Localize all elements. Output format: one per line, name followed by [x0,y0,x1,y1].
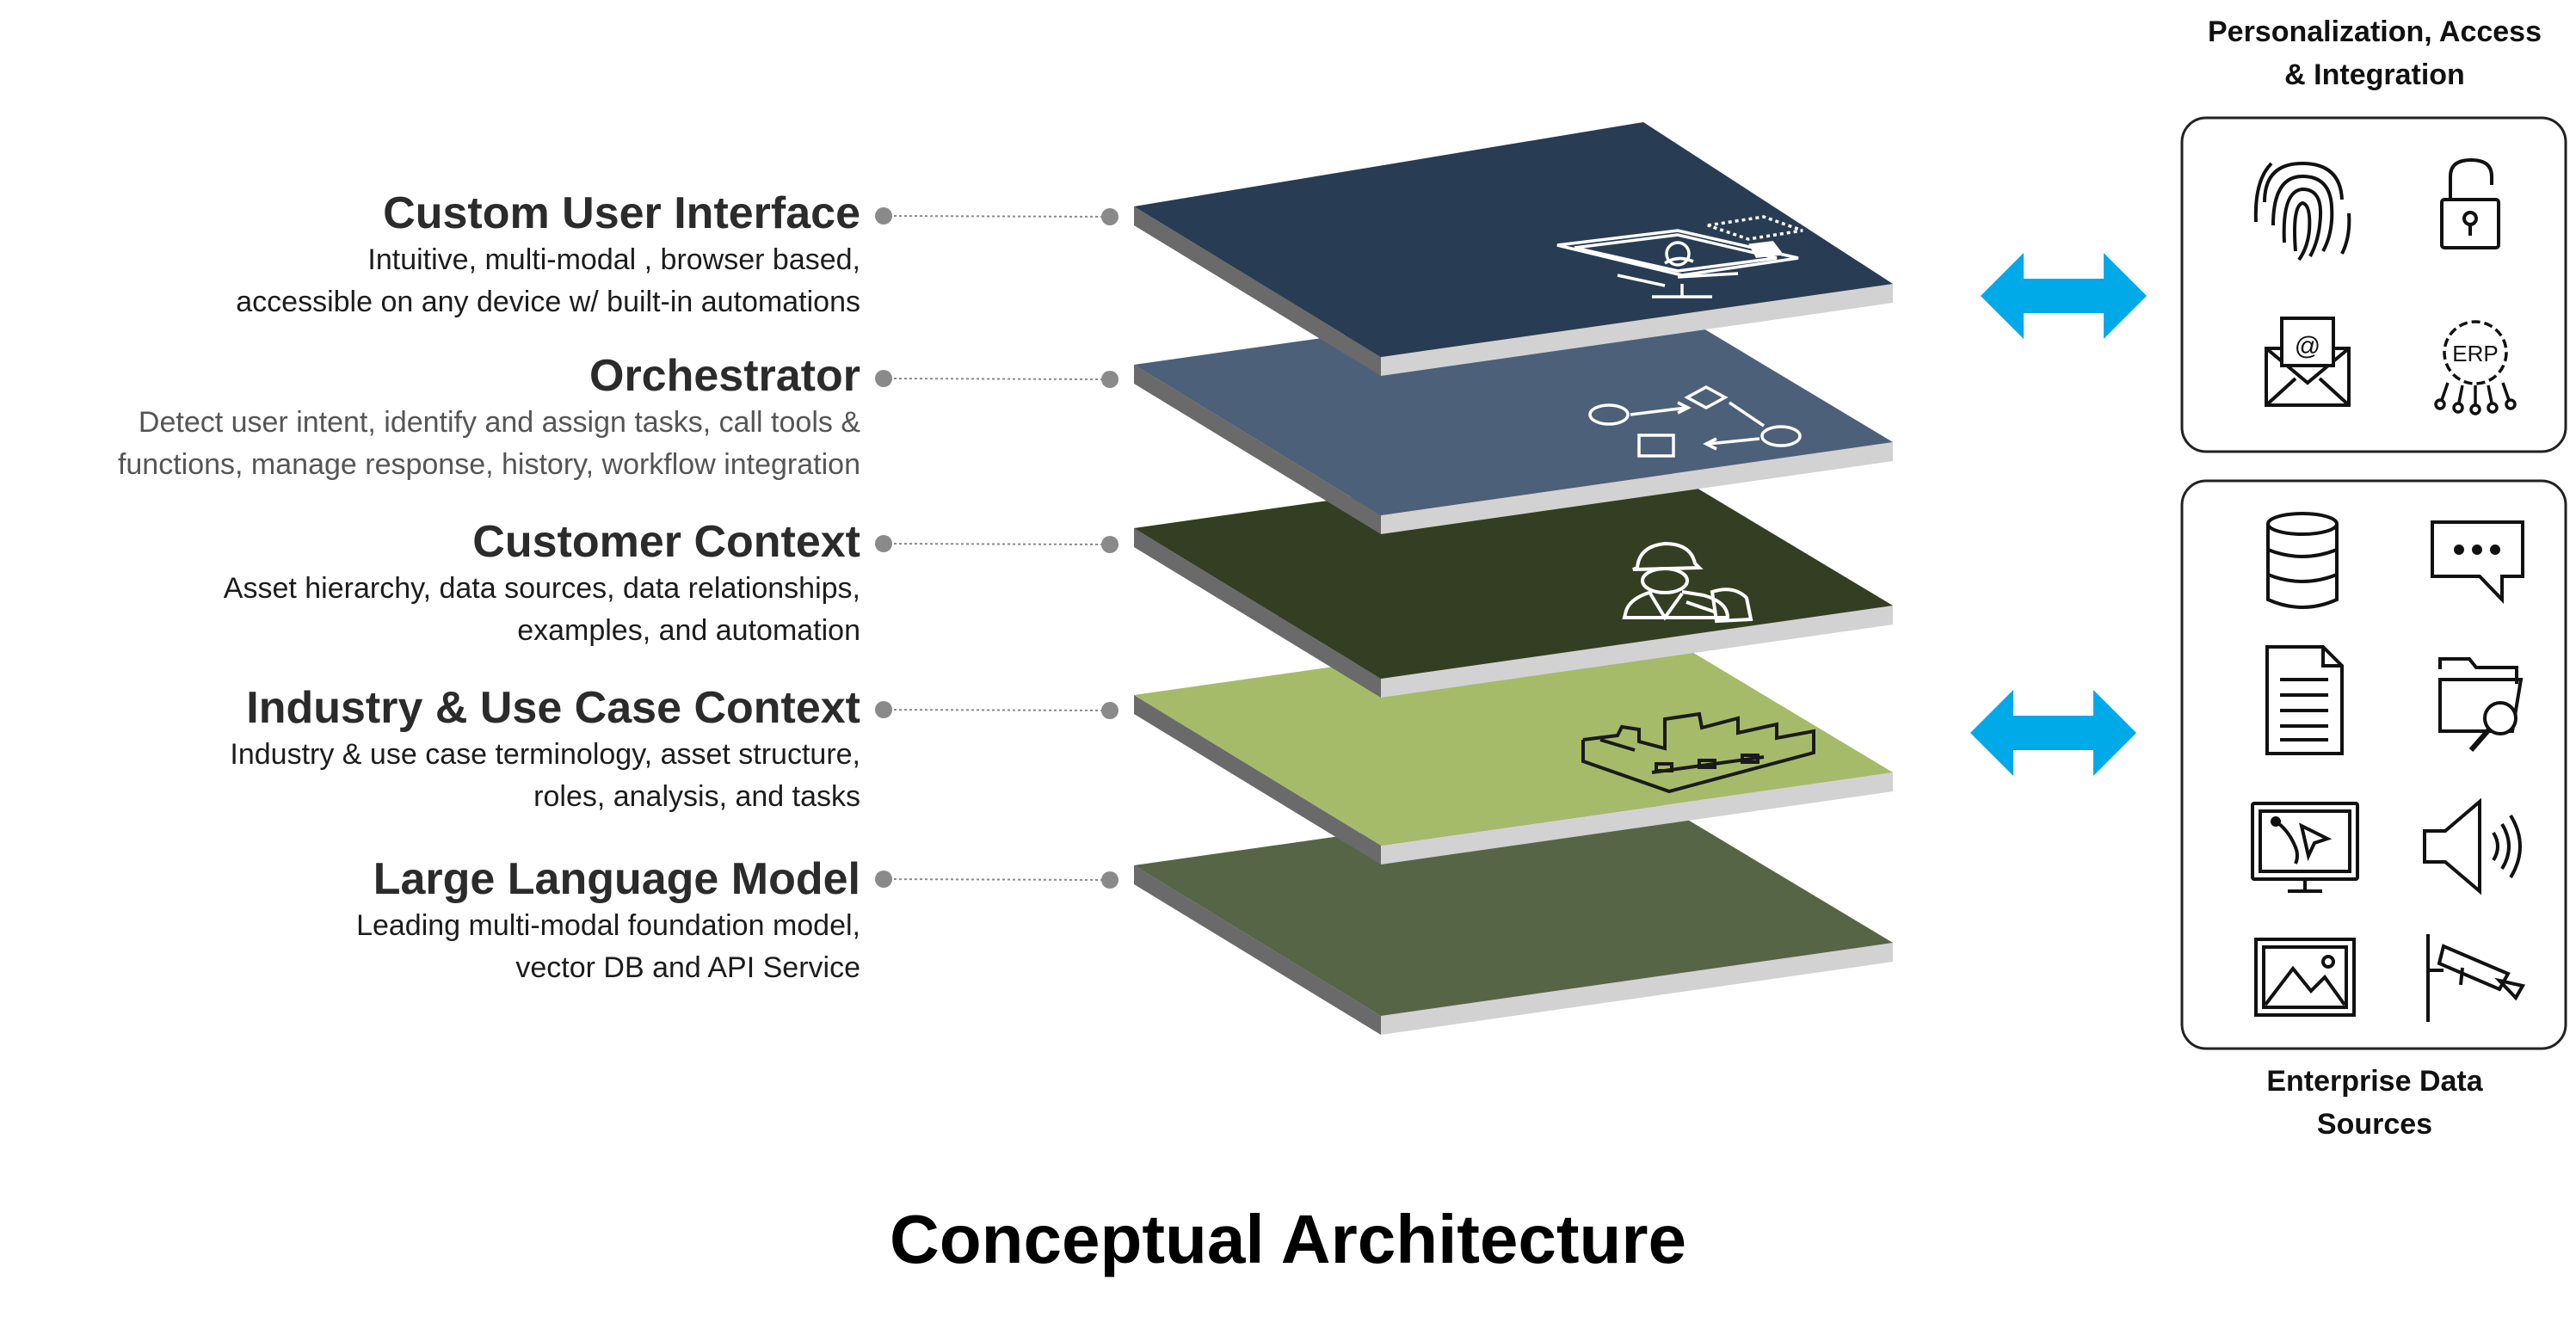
enterprise-title: Enterprise Data Sources [2160,1060,2576,1146]
layer-label-orchestrator: Orchestrator Detect user intent, identif… [118,350,860,486]
chat-bubble-icon [2431,520,2524,604]
worker-icon [1622,541,1753,624]
layer-surface [1134,456,1893,679]
layer-description: Leading multi-modal foundation model, [356,909,860,942]
personalization-panel: @ ERP [2180,116,2567,453]
svg-text:@: @ [2295,332,2320,360]
layer-surface [1134,623,1893,846]
workflow-icon [1588,385,1802,458]
layer-label-ui: Custom User Interface Intuitive, multi-m… [236,188,860,323]
layer-description: functions, manage response, history, wor… [117,448,860,481]
connector-lines [875,207,1119,889]
unlock-icon [2440,157,2500,249]
image-icon [2254,938,2356,1017]
document-icon [2265,645,2344,755]
factory-icon [1581,711,1815,794]
layer-description: examples, and automation [517,614,860,647]
layer-custom-ui [1134,122,1893,376]
double-arrow-shape [1970,690,2136,776]
layer-title: Industry & Use Case Context [246,683,860,733]
email-icon: @ [2265,317,2351,407]
layer-llm [1134,793,1893,1183]
layer-customer-context [1134,456,1893,698]
double-arrow-shape [1981,253,2147,339]
layer-description: accessible on any device w/ built-in aut… [236,286,860,318]
openai-knot-icon [1686,1141,1800,1183]
layer-description: Detect user intent, identify and assign … [138,406,860,439]
erp-icon: ERP [2434,320,2517,415]
ui-screen-icon [1556,215,1803,298]
double-arrow-top [1981,253,2147,339]
layer-surface [1134,793,1893,1016]
erp-label: ERP [2452,341,2498,366]
connector-orchestrator [875,370,1119,388]
layer-label-llm: Large Language Model Leading multi-modal… [356,853,860,989]
layer-description: Industry & use case terminology, asset s… [230,738,860,771]
layer-surface [1134,122,1893,357]
monitor-icon [2251,802,2359,893]
connector-industry-context [875,701,1119,719]
layer-industry-context [1134,623,1893,864]
layer-description: roles, analysis, and tasks [533,780,860,813]
layer-description: vector DB and API Service [515,951,860,984]
layer-title: Large Language Model [373,854,860,904]
database-icon [2266,512,2339,609]
layer-description: Intuitive, multi-modal , browser based, [367,243,860,276]
enterprise-title-line1: Enterprise Data [2266,1065,2483,1098]
personalization-title-line2: & Integration [2284,58,2465,91]
enterprise-title-line2: Sources [2316,1108,2433,1141]
personalization-title-line1: Personalization, Access [2207,15,2542,48]
connector-customer-context [875,535,1119,553]
layer-surface [1134,292,1893,515]
enterprise-panel [2180,479,2567,1050]
layer-title: Orchestrator [589,351,860,401]
double-arrow-bottom [1970,690,2136,776]
folder-search-icon [2438,657,2524,752]
connector-llm [875,871,1119,889]
layer-label-industry-context: Industry & Use Case Context Industry & u… [230,682,860,818]
diagram-title: Conceptual Architecture [889,1201,1687,1277]
connector-ui [875,207,1119,225]
fingerprint-icon [2253,161,2351,261]
layer-orchestrator [1134,292,1893,534]
layer-label-customer-context: Customer Context Asset hierarchy, data s… [224,516,860,652]
personalization-title: Personalization, Access & Integration [2160,10,2576,96]
layer-description: Asset hierarchy, data sources, data rela… [223,572,860,605]
camera-icon [2426,934,2526,1022]
speaker-icon [2423,797,2522,895]
layer-title: Custom User Interface [383,188,860,238]
layer-title: Customer Context [472,517,860,567]
